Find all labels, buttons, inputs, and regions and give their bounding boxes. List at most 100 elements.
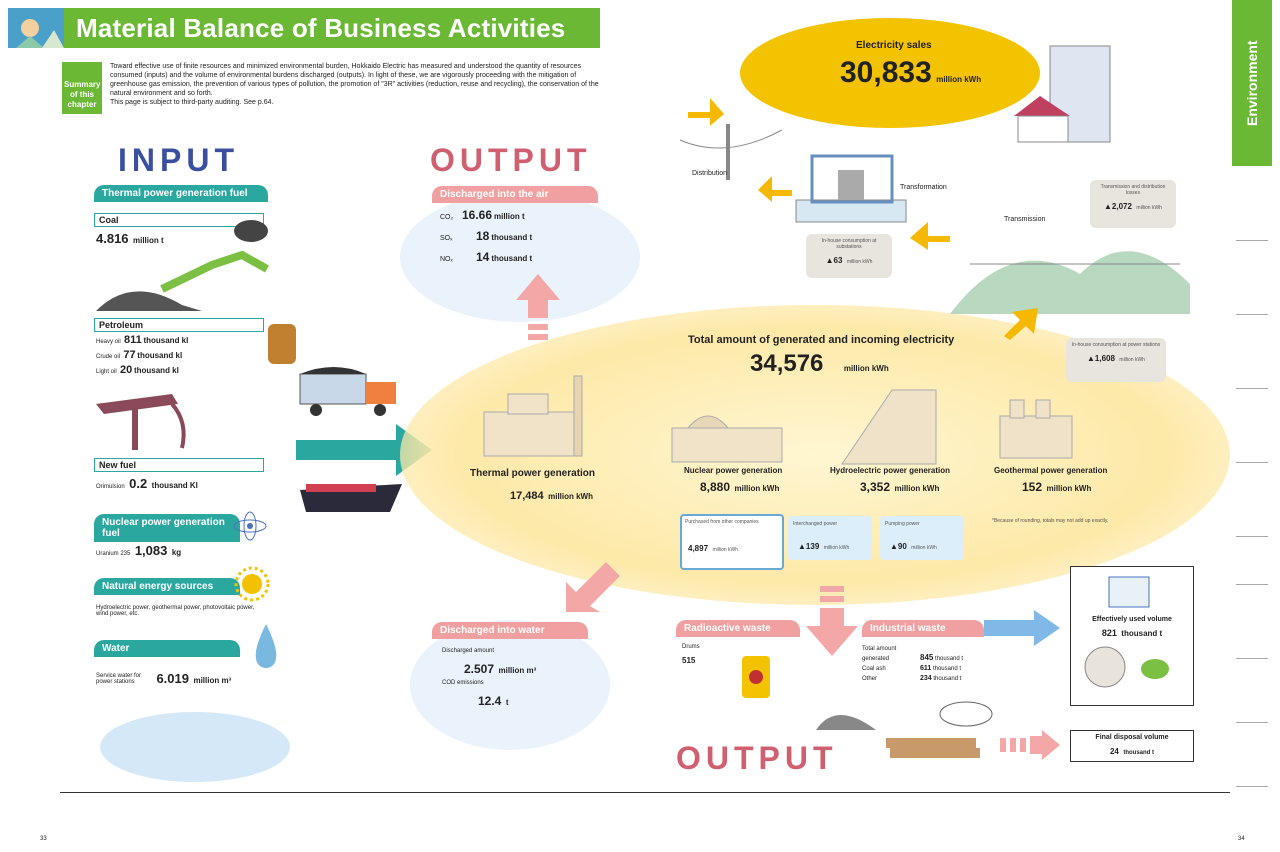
water-output-tab: Discharged into water bbox=[432, 622, 588, 639]
sidebar-tab[interactable] bbox=[1236, 662, 1268, 723]
page-number-right: 34 bbox=[1238, 836, 1245, 842]
transmission-label: Transmission bbox=[1004, 216, 1046, 223]
uranium-row: Uranium 235 1,083 kg bbox=[96, 543, 182, 558]
thermal-label: Thermal power generation bbox=[470, 468, 596, 479]
input-heading: INPUT bbox=[118, 142, 239, 178]
mountains-icon bbox=[950, 251, 1190, 314]
hydro-dam-icon bbox=[841, 389, 937, 465]
final-disposal-arrow bbox=[1000, 730, 1060, 760]
sidebar-tab[interactable] bbox=[1236, 170, 1268, 241]
pumping-box: Pumping power ▲90 million kWh bbox=[880, 516, 964, 560]
tanker-ship-icon bbox=[300, 484, 402, 512]
sidebar-tab[interactable] bbox=[1236, 244, 1268, 315]
sidebar-tab[interactable] bbox=[1236, 318, 1268, 389]
up-arrow-air bbox=[516, 274, 560, 340]
petroleum-label: Petroleum bbox=[94, 318, 264, 332]
total-value: 34,576 bbox=[750, 350, 824, 377]
sidebar-tab[interactable] bbox=[1236, 588, 1268, 659]
output-heading-bottom: OUTPUT bbox=[676, 740, 838, 776]
inhouse-plant-box: In-house consumption at power stations ▲… bbox=[1066, 338, 1166, 382]
geothermal-value-row: 152 million kWh bbox=[1022, 480, 1092, 494]
discharged-amount-row: 2.507 million m³ bbox=[464, 662, 537, 676]
natural-energy-text: Hydroelectric power, geothermal power, p… bbox=[96, 605, 255, 617]
coal-value-row: 4.816 million t bbox=[96, 230, 164, 248]
thermal-value-row: 17,484 million kWh bbox=[510, 490, 593, 502]
coal-truck-icon bbox=[299, 367, 396, 416]
arrow-to-transmission bbox=[1004, 308, 1038, 340]
output-heading-top: OUTPUT bbox=[430, 142, 592, 178]
sales-ellipse bbox=[740, 18, 1040, 128]
radioactive-drum-icon bbox=[742, 656, 770, 698]
geothermal-label: Geothermal power generation bbox=[994, 466, 1108, 475]
waste-pile-icon bbox=[816, 701, 993, 758]
thermal-plant-icon bbox=[483, 375, 583, 457]
audit-note: This page is subject to third-party audi… bbox=[110, 99, 274, 106]
transformation-label: Transformation bbox=[900, 184, 947, 191]
arrow-to-transformation bbox=[910, 222, 950, 250]
summary-text: Toward effective use of finite resources… bbox=[110, 62, 600, 107]
drums-label: Drums bbox=[682, 644, 700, 650]
petroleum-row: Heavy oil 811 thousand kl bbox=[96, 334, 189, 346]
sidebar-tab[interactable] bbox=[1236, 392, 1268, 463]
final-disposal-box: Final disposal volume 24 thousand t bbox=[1070, 730, 1194, 762]
down-arrow-waste bbox=[806, 586, 858, 656]
interchanged-box: Interchanged power ▲139 million kWh bbox=[788, 516, 872, 560]
page-title: Material Balance of Business Activities bbox=[76, 12, 566, 43]
hydro-value-row: 3,352 million kWh bbox=[860, 480, 940, 494]
industrial-waste-tab: Industrial waste bbox=[862, 620, 984, 637]
thermal-fuel-tab: Thermal power generation fuel bbox=[94, 185, 268, 202]
input-arrow bbox=[296, 424, 432, 476]
sidebar-tab[interactable] bbox=[1236, 540, 1268, 585]
coal-value: 4.816 bbox=[96, 231, 129, 246]
petroleum-rows: Heavy oil 811 thousand kl Crude oil 77 t… bbox=[96, 334, 188, 379]
sales-label: Electricity sales bbox=[856, 40, 932, 51]
discharged-amount-label: Discharged amount bbox=[442, 648, 495, 654]
cod-label: COD emissions bbox=[442, 680, 484, 686]
header-illustration-icon bbox=[8, 8, 64, 48]
purchased-box: Purchased from other companies 4,897 mil… bbox=[680, 514, 784, 570]
effective-use-arrow bbox=[984, 610, 1060, 646]
summary-label: Summary of this chapter bbox=[62, 62, 102, 114]
down-left-arrow bbox=[566, 562, 620, 612]
loss-transmission-box: Transmission and distribution losses ▲2,… bbox=[1090, 180, 1176, 228]
summary-body: Toward effective use of finite resources… bbox=[110, 63, 599, 97]
air-tab: Discharged into the air bbox=[432, 186, 598, 203]
sales-value-row: 30,833 million kWh bbox=[840, 56, 982, 89]
coal-pile-icon bbox=[96, 250, 269, 311]
nuclear-value-row: 8,880 million kWh bbox=[700, 480, 780, 494]
sidebar-tab-environment[interactable]: Environment bbox=[1232, 0, 1272, 166]
coal-unit: million t bbox=[133, 236, 164, 245]
oil-pump-icon bbox=[96, 394, 186, 450]
sales-value: 30,833 bbox=[840, 56, 932, 89]
sidebar-tab[interactable] bbox=[1236, 726, 1268, 787]
sidebar-tab[interactable] bbox=[1236, 466, 1268, 537]
coal-lump-icon bbox=[234, 220, 268, 242]
total-value-row: 34,576 million kWh bbox=[750, 350, 889, 377]
coal-label: Coal bbox=[94, 213, 264, 227]
arrow-to-distribution bbox=[758, 176, 792, 202]
water-tab: Water bbox=[94, 640, 240, 657]
radioactive-waste-tab: Radioactive waste bbox=[676, 620, 800, 637]
rounding-note: *Because of rounding, totals may not add… bbox=[992, 518, 1109, 524]
effective-use-box: Effectively used volume 821 thousand t bbox=[1070, 566, 1194, 706]
atom-icon bbox=[233, 511, 267, 541]
petroleum-row: Light oil 20 thousand kl bbox=[96, 364, 179, 376]
nuclear-fuel-tab: Nuclear power generation fuel bbox=[94, 514, 240, 542]
oil-drum-icon bbox=[268, 324, 296, 364]
recycled-materials-icon bbox=[1084, 646, 1169, 688]
water-row: Service water for power stations 6.019 m… bbox=[96, 671, 232, 686]
water-value: 6.019 bbox=[156, 671, 189, 686]
hydro-label: Hydroelectric power generation bbox=[830, 466, 951, 475]
geothermal-plant-icon bbox=[999, 399, 1073, 459]
water-illustration bbox=[100, 712, 290, 782]
air-cloud bbox=[400, 192, 640, 322]
natural-energy-tab: Natural energy sources bbox=[94, 578, 240, 595]
recycled-boards-icon bbox=[1108, 576, 1150, 608]
nuclear-label: Nuclear power generation bbox=[684, 466, 783, 475]
water-cloud bbox=[410, 620, 610, 750]
